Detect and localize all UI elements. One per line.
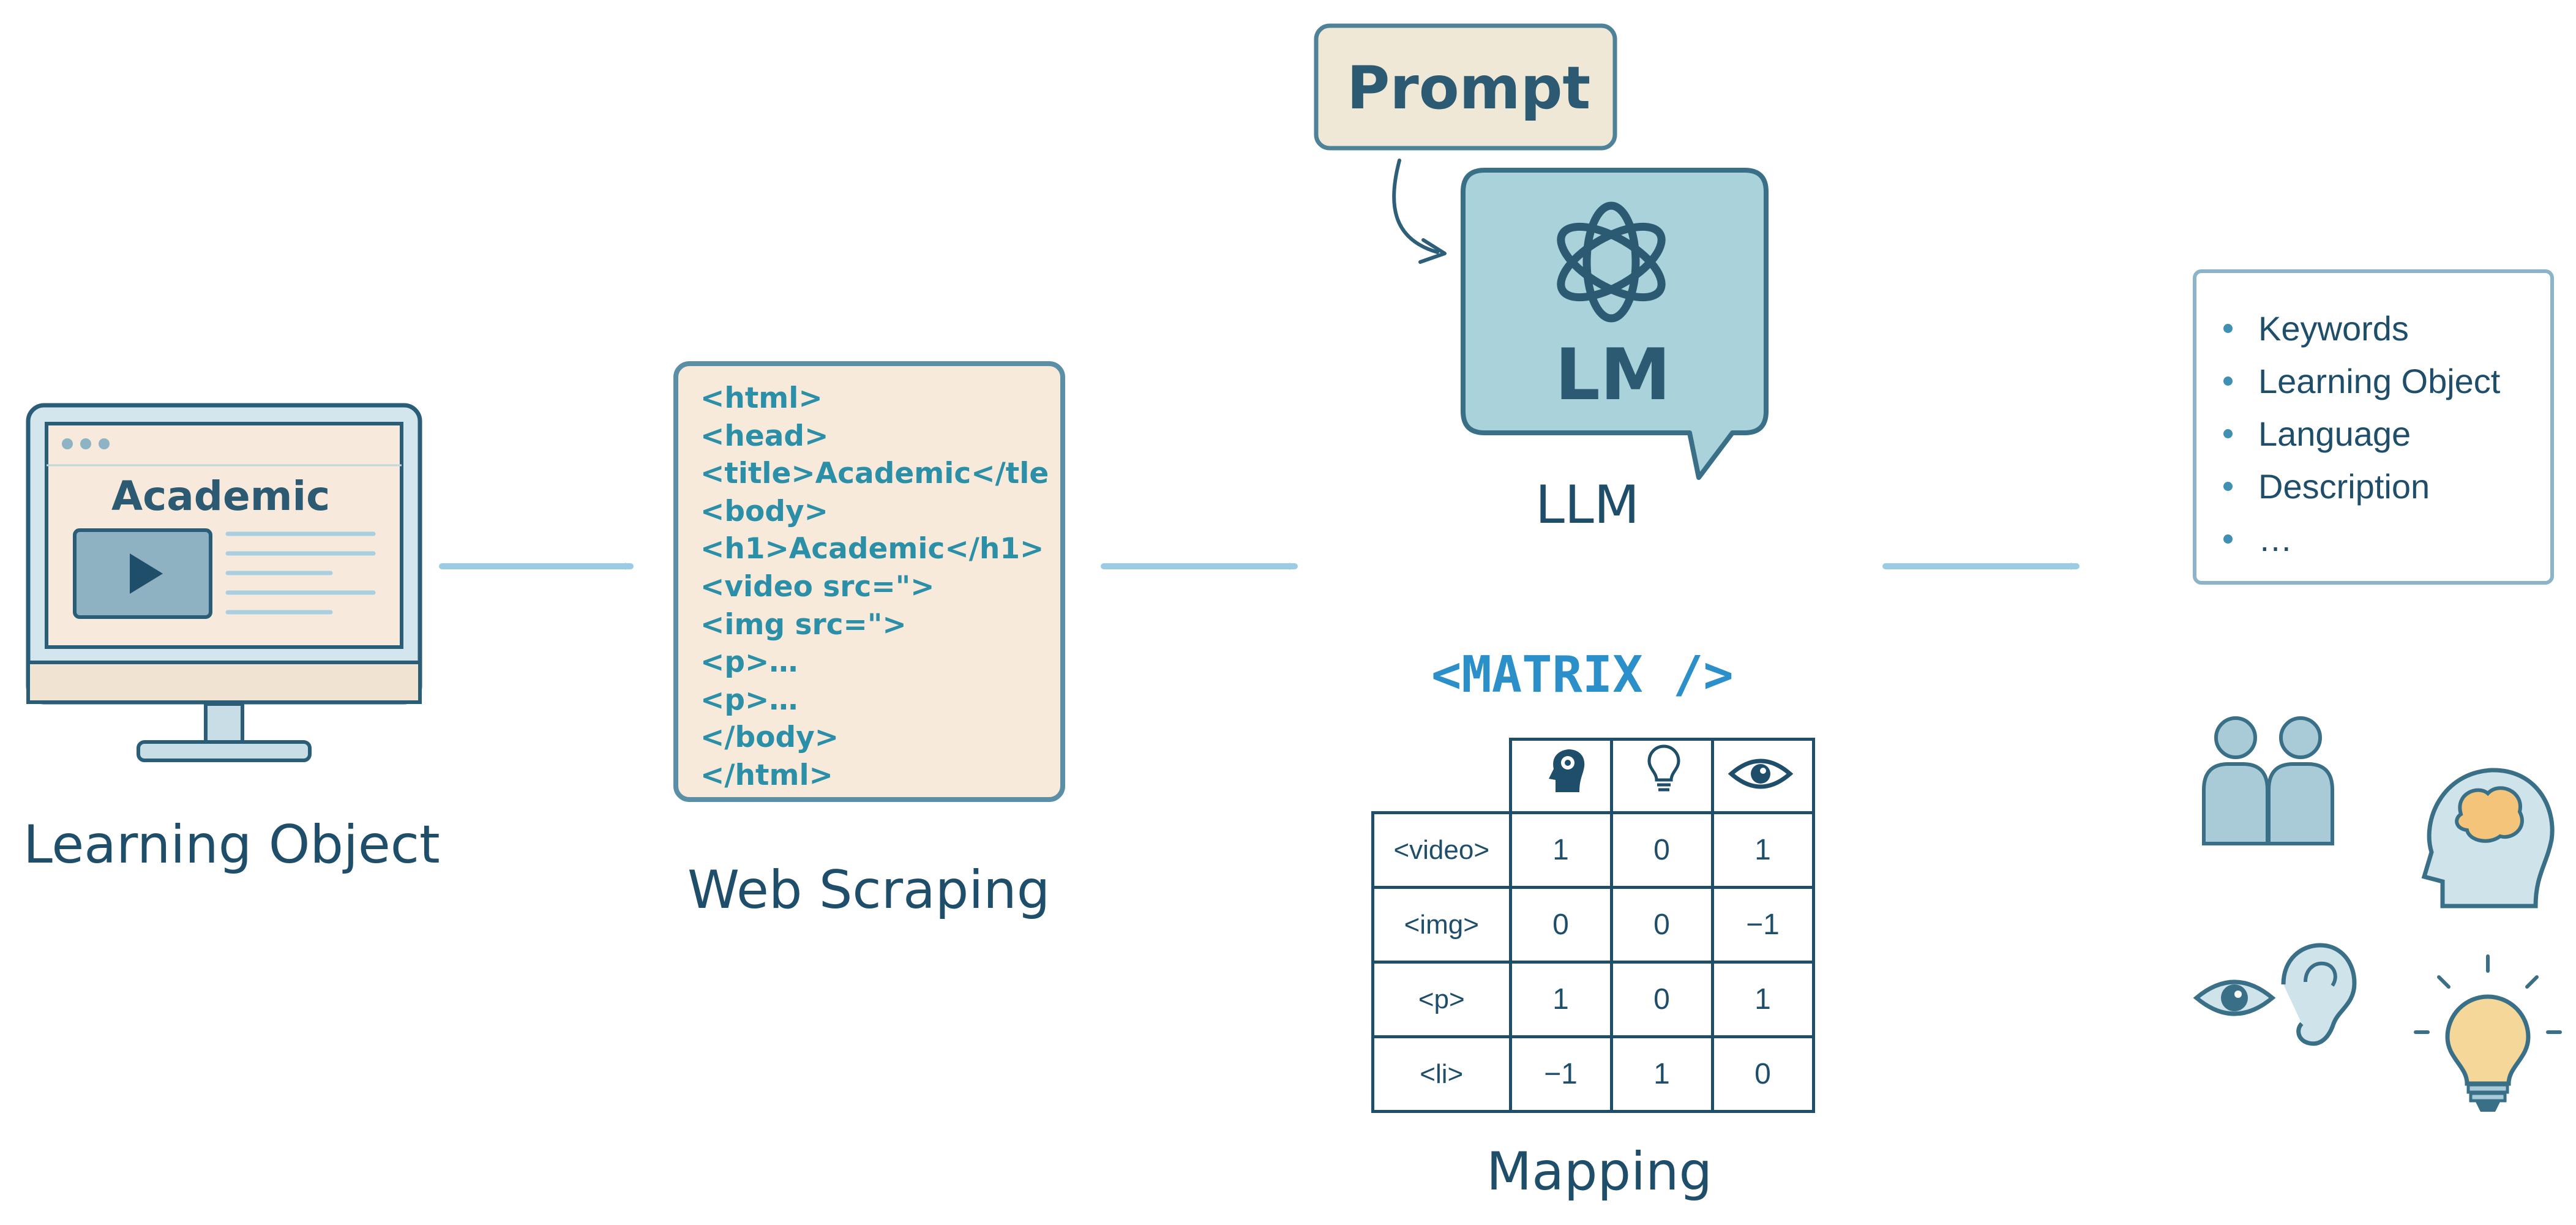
code-line: </html> — [700, 758, 833, 792]
output-list-item: Keywords — [2223, 302, 2550, 355]
monitor-icon — [26, 403, 422, 762]
matrix-row-tag: <video> — [1371, 811, 1512, 889]
web-scraping-label: Web Scraping — [687, 860, 1050, 921]
output-item-text: Learning Object — [2258, 362, 2501, 400]
output-item-text: Description — [2258, 467, 2430, 506]
screen-title: Academic — [111, 473, 331, 520]
html-code-box: <html> <head> <title>Academic</tle<body> <h… — [673, 361, 1065, 802]
matrix-cell: 0 — [1609, 886, 1714, 964]
matrix-row-tag: <img> — [1371, 886, 1512, 964]
matrix-cell: 1 — [1508, 811, 1613, 889]
matrix-cell: 0 — [1710, 1035, 1815, 1113]
matrix-cell: 0 — [1609, 811, 1714, 889]
openai-logo-icon — [1557, 201, 1666, 323]
matrix-cell: 0 — [1609, 961, 1714, 1038]
output-list-item: … — [2223, 513, 2550, 566]
output-list-item: Description — [2223, 460, 2550, 513]
video-player-icon — [73, 528, 212, 619]
matrix-row-tag: <p> — [1371, 961, 1512, 1038]
output-list-item: Learning Object — [2223, 355, 2550, 408]
matrix-cell: 0 — [1508, 886, 1613, 964]
code-line: </body> — [700, 721, 839, 755]
output-item-text: Keywords — [2258, 309, 2409, 348]
matrix-cell: −1 — [1710, 886, 1815, 964]
matrix-row-tag: <li> — [1371, 1035, 1512, 1113]
lightbulb-icon-right — [2414, 954, 2562, 1112]
matrix-header-eye-icon — [1710, 738, 1815, 814]
matrix-header-lightbulb-icon — [1609, 738, 1714, 814]
matrix-cell: −1 — [1508, 1035, 1613, 1113]
bullet-dot — [2223, 534, 2233, 544]
matrix-cell: 1 — [1508, 961, 1613, 1038]
code-line: <body> — [700, 494, 828, 528]
eye-ear-icon — [2193, 943, 2357, 1046]
code-line: <title>Academic</tle — [700, 457, 1049, 491]
matrix-cell: 1 — [1609, 1035, 1714, 1113]
code-line: <p>… — [700, 645, 798, 680]
bullet-dot — [2223, 376, 2233, 386]
matrix-cell: 1 — [1710, 961, 1815, 1038]
code-line: <p>… — [700, 683, 798, 717]
learning-object-label: Learning Object — [23, 814, 440, 875]
code-line: <h1>Academic</h1> — [700, 532, 1044, 566]
prompt-box — [1314, 23, 1617, 151]
code-line: <head> — [700, 419, 829, 453]
output-item-text: Language — [2258, 414, 2411, 453]
matrix-title: <MATRIX /> — [1431, 646, 1734, 704]
brain-head-icon-right — [2421, 768, 2555, 908]
output-list-item: Language — [2223, 408, 2550, 460]
matrix-header-brain-head-icon — [1508, 738, 1613, 814]
matrix-cell: 1 — [1710, 811, 1815, 889]
llm-speech-bubble — [1461, 168, 1769, 480]
output-item-text: … — [2258, 520, 2293, 558]
matrix-corner — [1372, 739, 1512, 814]
prompt-curve-arrow — [1392, 159, 1439, 254]
llm-bubble-text: LM — [1555, 334, 1671, 416]
code-line: <img src="> — [700, 607, 907, 642]
bullet-dot — [2223, 323, 2233, 333]
mapping-label: Mapping — [1486, 1141, 1713, 1202]
code-line: <video src="> — [700, 569, 935, 604]
two-people-icon — [2202, 716, 2334, 845]
code-line: <html> — [700, 381, 823, 415]
bullet-dot — [2223, 429, 2233, 438]
bullet-dot — [2223, 481, 2233, 491]
prompt-label: Prompt — [1347, 54, 1591, 122]
llm-label: LLM — [1535, 474, 1640, 536]
